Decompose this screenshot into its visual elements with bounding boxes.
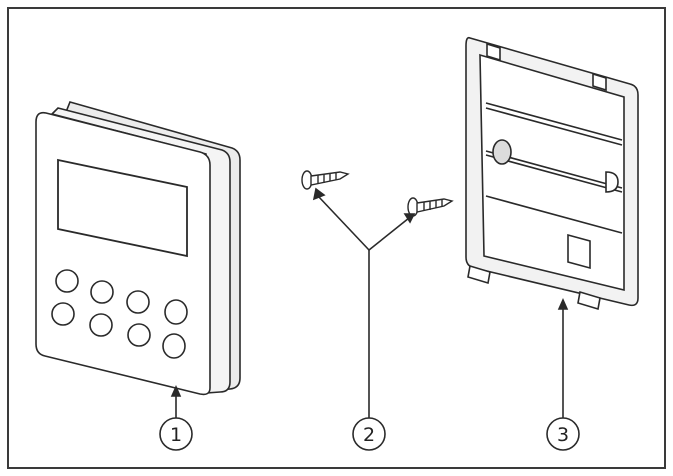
callout-2: 2 [352,417,386,451]
controller-button [51,302,75,326]
leader-lines [170,187,569,418]
plate-bottom-tab [467,264,491,285]
plate-rib [485,102,623,141]
arrowhead-1 [170,385,182,397]
controller-button [89,313,113,337]
callout-circle [159,417,193,451]
controller-button [126,290,150,314]
plate-wire-clip [567,233,591,270]
callout-circle [352,417,386,451]
mounting-plate [465,36,639,311]
arrowhead-2b [403,213,416,224]
controller-button [127,323,151,347]
controller-display [57,158,188,258]
plate-rib [485,195,623,234]
controller-button [164,299,188,325]
callout-1: 1 [159,417,193,451]
leader-line-2a [317,195,370,251]
screw-left [301,170,350,190]
leader-line-2b [368,217,410,251]
controller-mid-layer [50,107,231,394]
plate-slot-hole [605,171,619,193]
callout-label: 1 [170,424,182,446]
screw-shank [416,198,454,213]
controller-button [55,269,79,293]
plate-rib [485,107,623,146]
controller-button [90,280,114,304]
callout-label: 2 [363,424,375,446]
plate-top-clip [486,42,501,62]
arrowhead-2a [312,187,326,201]
plate-bottom-tab [577,290,601,311]
controller-button [162,333,186,359]
callout-circle [546,417,580,451]
arrowhead-3 [557,298,569,310]
callout-3: 3 [546,417,580,451]
controller-unit [35,101,241,396]
plate-top-clip [592,72,607,92]
plate-screw-hole [492,139,512,165]
callout-label: 3 [557,424,569,446]
